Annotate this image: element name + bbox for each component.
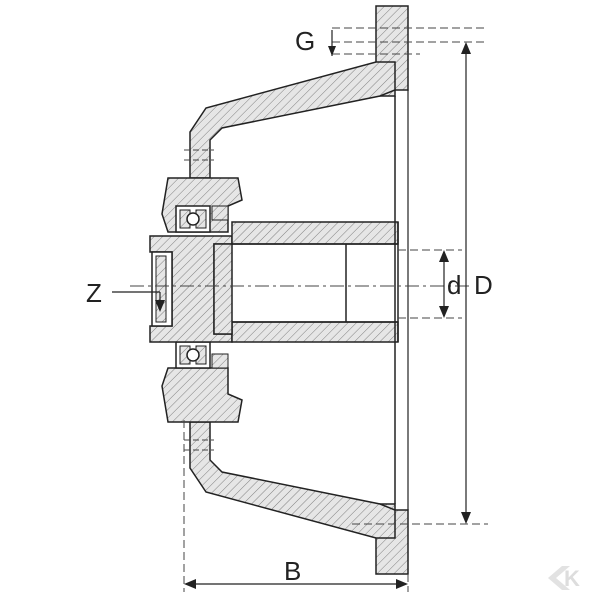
flange-inner-face [394, 90, 409, 510]
lower-ball-bearing [175, 341, 229, 369]
label-b: B [284, 556, 301, 586]
label-d-inner: d [447, 270, 461, 300]
dimension-b: B [183, 420, 409, 592]
dimension-d-inner: d [398, 249, 462, 319]
dimension-g: G [295, 26, 488, 56]
lower-housing-wall [189, 421, 396, 539]
bolt-holes [184, 149, 214, 451]
lower-bearing-seat [161, 367, 243, 423]
shaft-sleeve [213, 221, 399, 343]
pointer-z: Z [86, 278, 165, 312]
label-g: G [295, 26, 315, 56]
label-d-outer: D [474, 270, 493, 300]
logo-text: K [564, 566, 580, 591]
dimension-d-outer: D [352, 42, 493, 525]
upper-ball-bearing [175, 205, 229, 233]
label-z: Z [86, 278, 102, 308]
brand-logo: K [548, 566, 580, 591]
upper-housing-wall [189, 61, 396, 179]
